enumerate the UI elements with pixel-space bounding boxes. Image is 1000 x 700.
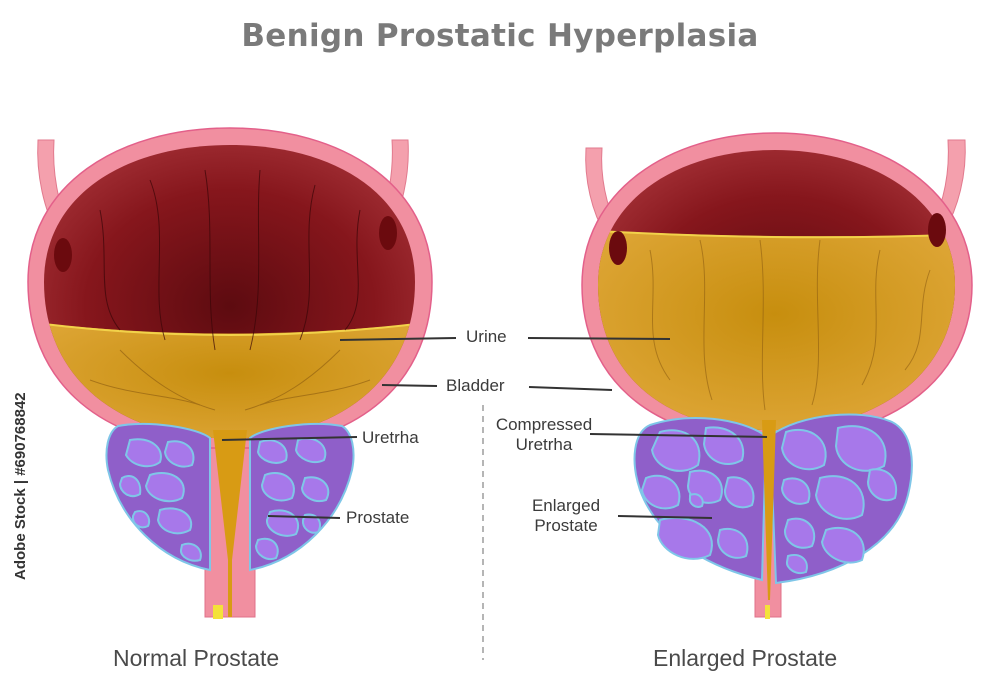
left-orifice-b: [379, 216, 397, 250]
label-compressed-uretrha: Compressed Uretrha: [492, 415, 596, 455]
normal-urethra: [213, 430, 247, 617]
stock-id-text: Adobe Stock | #690768842: [12, 392, 29, 580]
left-orifice-a: [54, 238, 72, 272]
enlarged-bladder-group: [527, 132, 973, 619]
label-compressed-line2: Uretrha: [515, 435, 573, 454]
caption-enlarged-prostate: Enlarged Prostate: [653, 645, 838, 671]
label-urine: Urine: [466, 327, 507, 346]
label-enlarged-line2: Prostate: [534, 516, 598, 535]
compressed-urethra: [762, 420, 776, 600]
right-leaders: [527, 337, 768, 519]
compressed-urethra-drip: [765, 605, 770, 619]
right-orifice-a: [609, 231, 627, 265]
label-prostate: Prostate: [346, 508, 410, 527]
label-bladder: Bladder: [446, 376, 505, 395]
diagram-title: Benign Prostatic Hyperplasia: [241, 18, 759, 54]
label-enlarged-prostate: Enlarged Prostate: [522, 496, 610, 536]
normal-bladder-group: [27, 127, 457, 619]
caption-normal-prostate: Normal Prostate: [113, 645, 280, 671]
label-enlarged-line1: Enlarged: [531, 496, 601, 515]
normal-urethra-drip: [213, 605, 223, 619]
left-leaders: [221, 337, 457, 519]
normal-lobules: [118, 437, 330, 562]
label-uretrha: Uretrha: [362, 428, 419, 447]
label-compressed-line1: Compressed: [495, 415, 593, 434]
right-orifice-b: [928, 213, 946, 247]
